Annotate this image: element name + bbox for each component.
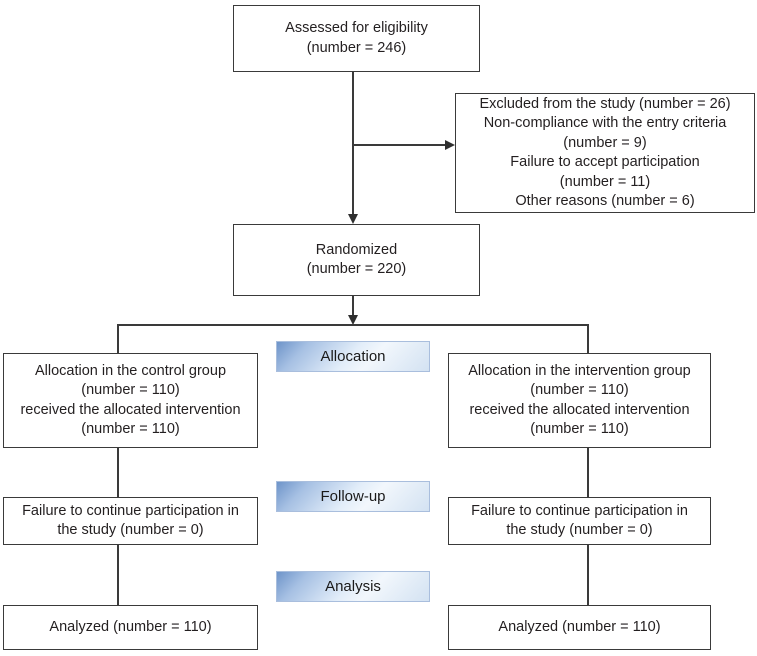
connector-intervention-allocation-to-followup: [587, 448, 589, 497]
excluded-line: Non-compliance with the entry criteria: [483, 115, 727, 131]
stage-label-followup: Follow-up: [276, 481, 430, 512]
excluded-line: Excluded from the study (number = 26): [479, 95, 731, 112]
excluded-box: Excluded from the study (number = 26) No…: [455, 93, 755, 213]
randomized-line: Randomized: [315, 241, 398, 258]
followup-intervention-line: Failure to continue participation in: [471, 502, 688, 519]
analyzed-control-line: Analyzed (number = 110): [49, 618, 212, 635]
excluded-line: (number = 9): [563, 134, 647, 151]
assessed-count: (number = 246): [306, 39, 407, 56]
arrowhead-right-icon: [445, 140, 455, 150]
connector-control-followup-to-analysis: [117, 545, 119, 605]
excluded-line: Failure to accept participation: [510, 154, 700, 170]
allocation-intervention-line: (number = 110): [530, 421, 629, 437]
assessed-eligibility-box: Assessed for eligibility (number = 246): [233, 5, 480, 72]
stage-label-analysis-text: Analysis: [325, 578, 381, 595]
allocation-control-line: received the allocated intervention: [20, 401, 241, 418]
analyzed-intervention-box: Analyzed (number = 110): [448, 605, 711, 650]
stage-label-allocation: Allocation: [276, 341, 430, 372]
followup-control-line: Failure to continue participation in: [22, 502, 239, 519]
connector-branch-to-control: [117, 324, 119, 353]
stage-label-analysis: Analysis: [276, 571, 430, 602]
excluded-line: (number = 11): [559, 173, 651, 190]
followup-intervention-box: Failure to continue participation in the…: [448, 497, 711, 545]
assessed-line: Assessed for eligibility: [285, 20, 428, 36]
randomized-count: (number = 220): [306, 261, 407, 277]
arrowhead-down-icon: [348, 315, 358, 325]
connector-control-allocation-to-followup: [117, 448, 119, 497]
followup-control-box: Failure to continue participation in the…: [3, 497, 258, 545]
analyzed-intervention-line: Analyzed (number = 110): [498, 618, 661, 635]
arrowhead-down-icon: [348, 214, 358, 224]
allocation-intervention-line: (number = 110): [530, 382, 629, 398]
stage-label-followup-text: Follow-up: [320, 488, 386, 505]
randomized-box: Randomized (number = 220): [233, 224, 480, 296]
analyzed-control-box: Analyzed (number = 110): [3, 605, 258, 650]
followup-intervention-line: the study (number = 0): [506, 522, 653, 538]
allocation-control-line: (number = 110): [81, 382, 180, 398]
allocation-intervention-box: Allocation in the intervention group (nu…: [448, 353, 711, 448]
stage-label-allocation-text: Allocation: [320, 348, 386, 365]
connector-randomized-to-branch: [352, 296, 354, 317]
allocation-control-line: (number = 110): [81, 421, 180, 437]
connector-branch-to-intervention: [587, 324, 589, 353]
followup-control-line: the study (number = 0): [57, 522, 204, 538]
allocation-intervention-line: received the allocated intervention: [469, 401, 690, 418]
branch-line: [117, 324, 588, 326]
connector-intervention-followup-to-analysis: [587, 545, 589, 605]
allocation-control-box: Allocation in the control group (number …: [3, 353, 258, 448]
excluded-line: Other reasons (number = 6): [515, 193, 695, 209]
allocation-intervention-line: Allocation in the intervention group: [468, 362, 691, 379]
allocation-control-line: Allocation in the control group: [34, 362, 227, 379]
connector-to-excluded: [352, 144, 445, 146]
